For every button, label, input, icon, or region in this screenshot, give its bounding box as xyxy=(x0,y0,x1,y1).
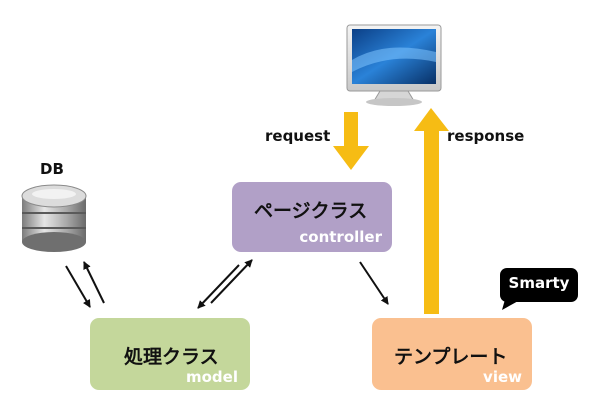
arrow-db-to-model xyxy=(65,265,91,308)
controller-title: ページクラス xyxy=(254,200,368,222)
monitor-icon xyxy=(346,24,442,106)
view-title: テンプレート xyxy=(394,346,508,368)
controller-box: ページクラス controller xyxy=(232,182,392,252)
arrow-model-to-controller xyxy=(210,259,253,304)
model-subtitle: model xyxy=(186,368,238,386)
model-title: 処理クラス xyxy=(124,346,219,368)
arrow-controller-to-view xyxy=(359,261,389,305)
request-label: request xyxy=(265,127,331,145)
database-icon xyxy=(21,184,87,252)
smarty-label: Smarty xyxy=(508,274,570,292)
smarty-bubble: Smarty xyxy=(500,268,578,310)
arrow-controller-to-model xyxy=(197,264,240,309)
request-arrow xyxy=(333,112,369,170)
arrow-model-to-db xyxy=(83,261,105,304)
view-subtitle: view xyxy=(483,368,522,386)
view-box: テンプレート view xyxy=(372,318,532,390)
response-label: response xyxy=(447,127,525,145)
response-arrow xyxy=(414,108,449,314)
model-box: 処理クラス model xyxy=(90,318,250,390)
controller-subtitle: controller xyxy=(299,228,382,246)
db-label: DB xyxy=(40,160,64,178)
